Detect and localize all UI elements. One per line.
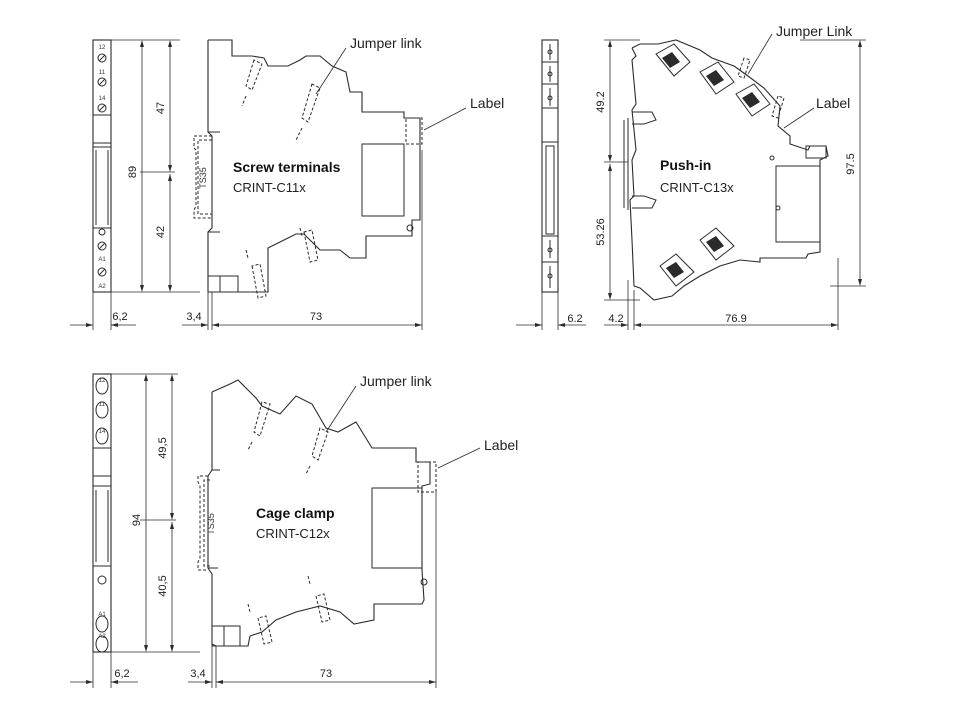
screw-terminals-view: 12 11 14 A1 A2 89 47 42 xyxy=(70,35,504,330)
dim-pushin-total-height: 97.5 xyxy=(845,153,857,174)
dim-screw-thickness: 6,2 xyxy=(112,311,127,323)
screw-jumper-link-callout: Jumper link xyxy=(350,35,423,51)
pushin-vertical-dimensions: 49.2 53.26 97.5 xyxy=(595,39,866,301)
cage-horizontal-dimensions: 6,2 3,4 73 xyxy=(70,492,437,688)
pushin-terminal-lower-2 xyxy=(699,227,735,261)
pushin-terminal-upper-1 xyxy=(655,43,691,77)
cage-terminal-mark-a2: A2 xyxy=(98,634,106,640)
pushin-body-outline xyxy=(623,39,829,301)
cage-terminal-mark-14: 14 xyxy=(99,429,106,435)
pushin-model: CRINT-C13x xyxy=(660,180,734,195)
screw-model: CRINT-C11x xyxy=(233,180,306,195)
dim-cage-thickness: 6,2 xyxy=(114,668,129,680)
terminal-mark-11: 11 xyxy=(99,70,106,76)
terminal-mark-a1: A1 xyxy=(98,257,106,263)
dim-cage-lower: 40,5 xyxy=(157,575,169,596)
dim-cage-upper: 49,5 xyxy=(157,437,169,458)
screw-rail-label: TS35 xyxy=(198,167,208,189)
screw-body-outline: TS35 xyxy=(193,39,423,293)
cage-title: Cage clamp xyxy=(256,505,335,521)
dim-pushin-thickness: 6.2 xyxy=(567,313,582,325)
dim-screw-lower: 42 xyxy=(155,226,167,238)
cage-jumper-link-callout: Jumper link xyxy=(360,373,433,389)
dim-cage-width: 73 xyxy=(320,668,332,680)
cage-jumper-links xyxy=(247,401,331,645)
pushin-terminal-lower-1 xyxy=(659,253,695,287)
screw-jumper-links xyxy=(241,59,321,299)
screw-title: Screw terminals xyxy=(233,159,341,175)
dim-pushin-lower: 53.26 xyxy=(595,218,607,246)
screw-horizontal-dimensions: 6,2 3,4 73 xyxy=(70,150,423,330)
pushin-callouts: Jumper Link Label xyxy=(747,23,853,129)
cage-vertical-dimensions: 94 49,5 40,5 xyxy=(111,373,200,653)
dim-pushin-rail-offset: 4.2 xyxy=(608,313,623,325)
pushin-terminal-upper-3 xyxy=(735,83,771,117)
dim-screw-upper: 47 xyxy=(155,102,167,114)
cage-callouts: Jumper link Label xyxy=(325,373,518,469)
pushin-label-callout: Label xyxy=(816,95,850,111)
dim-pushin-width: 76.9 xyxy=(725,313,746,325)
pushin-horizontal-dimensions: 6.2 4.2 76.9 xyxy=(516,258,839,330)
screw-vertical-dimensions: 89 47 42 xyxy=(111,39,200,293)
pushin-terminal-upper-2 xyxy=(699,61,735,95)
terminal-mark-12: 12 xyxy=(99,45,106,51)
pushin-title: Push-in xyxy=(660,157,711,173)
cage-model: CRINT-C12x xyxy=(256,526,330,541)
push-in-view: 49.2 53.26 97.5 xyxy=(516,23,866,330)
dim-cage-total-height: 94 xyxy=(131,514,143,526)
cage-rail-label: TS35 xyxy=(206,513,216,535)
dim-pushin-upper: 49.2 xyxy=(595,91,607,112)
dim-cage-rail-offset: 3,4 xyxy=(190,668,205,680)
cage-clamp-view: 12 11 14 A1 A2 94 49,5 40,5 xyxy=(70,373,518,688)
screw-callouts: Jumper link Label xyxy=(315,35,504,131)
dim-screw-total-height: 89 xyxy=(127,166,139,178)
cage-terminal-mark-11: 11 xyxy=(99,402,106,408)
cage-terminal-mark-12: 12 xyxy=(99,378,106,384)
terminal-mark-14: 14 xyxy=(99,96,106,102)
screw-label-callout: Label xyxy=(470,95,504,111)
cage-label-callout: Label xyxy=(484,437,518,453)
cage-terminal-mark-a1: A1 xyxy=(98,612,106,618)
cage-side-strip: 12 11 14 A1 A2 xyxy=(92,373,112,653)
terminal-mark-a2: A2 xyxy=(98,284,106,290)
pushin-side-strip xyxy=(541,39,559,293)
pushin-jumper-link-callout: Jumper Link xyxy=(776,23,853,39)
dim-screw-width: 73 xyxy=(310,311,322,323)
screw-side-strip: 12 11 14 A1 A2 xyxy=(92,39,112,293)
dim-screw-rail-offset: 3,4 xyxy=(186,311,201,323)
